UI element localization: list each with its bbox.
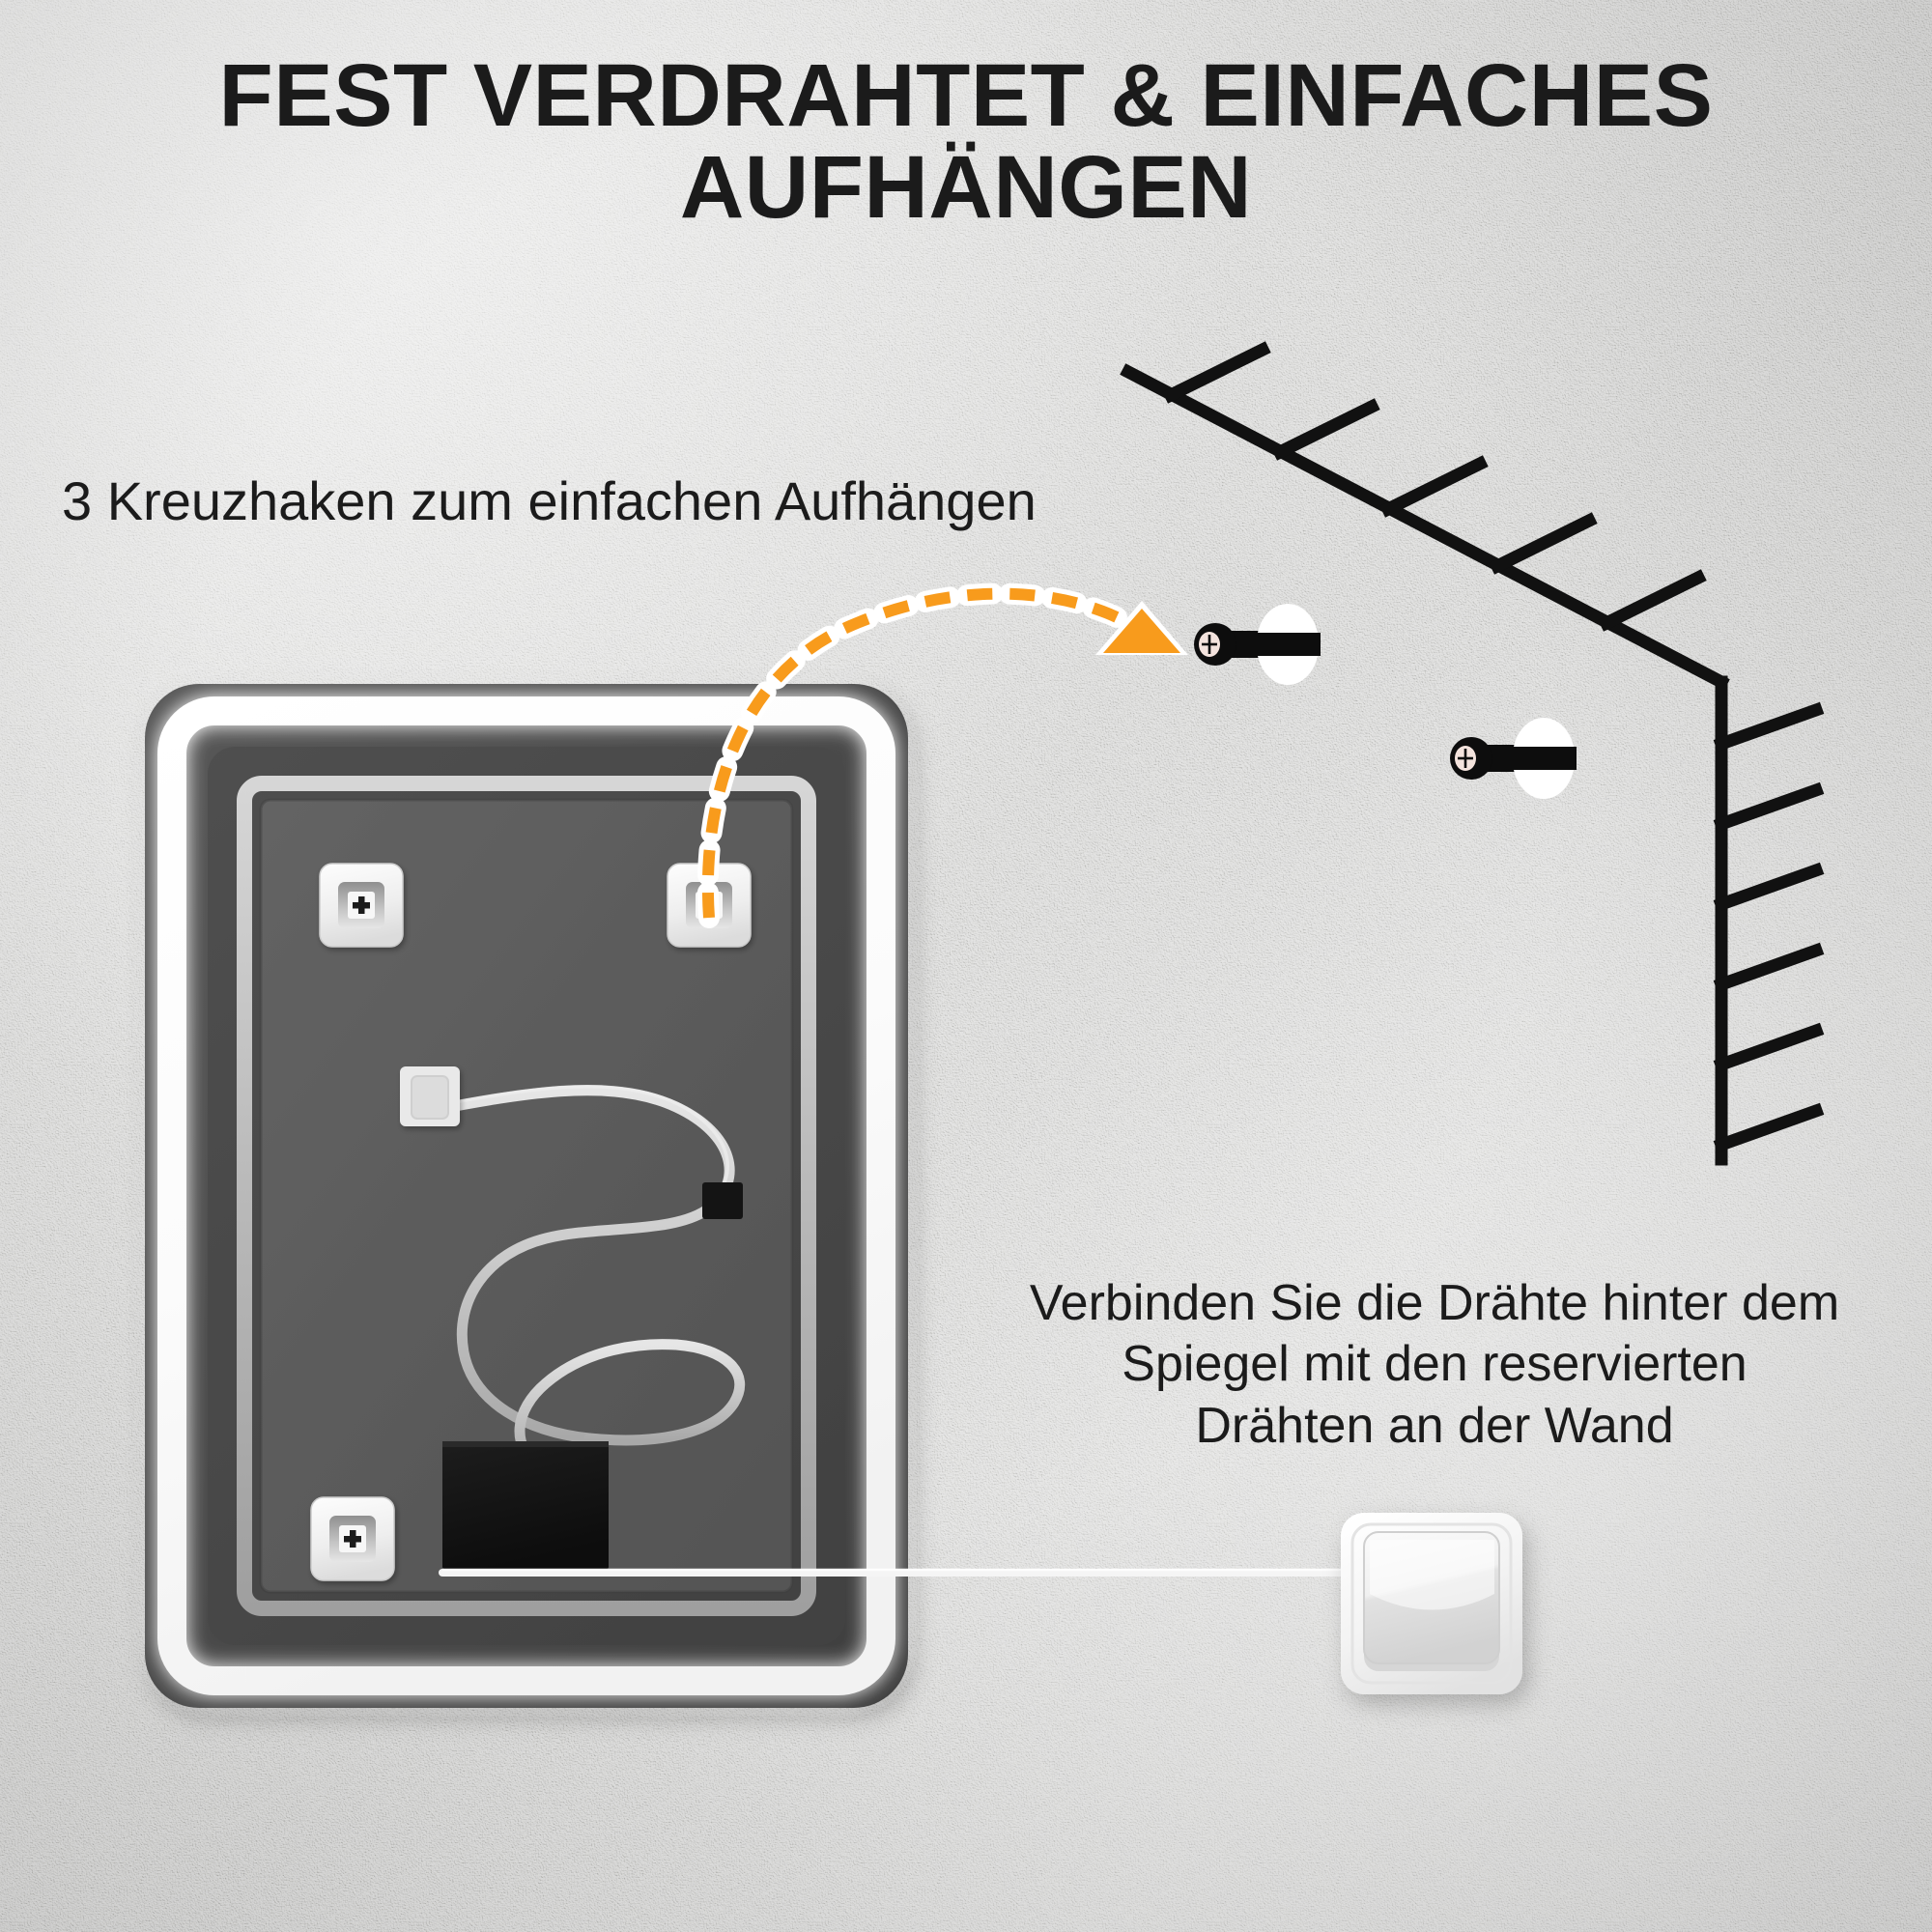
mirror-inner-frame (237, 776, 816, 1616)
page-title: FEST VERDRAHTET & EINFACHES AUFHÄNGEN (0, 50, 1932, 234)
switch-supply-wire (439, 1568, 1345, 1577)
wall-screw-anchor-upper (1194, 604, 1321, 685)
hook-to-screw-arrow (696, 582, 1188, 928)
plus-icon (353, 896, 370, 914)
cable-connector-block (702, 1182, 743, 1219)
wiring-instruction-line3: Drähten an der Wand (1195, 1397, 1674, 1454)
cross-hook-bottom-left[interactable] (310, 1496, 395, 1581)
screw-anchor-icon (1194, 604, 1321, 685)
wall-light-switch[interactable] (1341, 1513, 1522, 1694)
wall-screw-anchor-lower (1450, 718, 1577, 799)
wiring-instruction-line2: Spiegel mit den reservierten (1122, 1336, 1747, 1393)
cable-highlight (438, 1084, 729, 1206)
arrowhead-triangle (1095, 601, 1188, 655)
mirror-back-panel (261, 800, 792, 1592)
wall-corner-hatching (1120, 341, 1825, 1166)
wiring-instruction: Verbinden Sie die Drähte hinter dem Spie… (947, 1273, 1922, 1457)
touch-sensor-module[interactable] (400, 1066, 460, 1126)
switch-gloss (1370, 1540, 1494, 1610)
wiring-instruction-line1: Verbinden Sie die Drähte hinter dem (1029, 1275, 1840, 1331)
plus-icon (344, 1530, 361, 1548)
mirror-panel-edge (259, 798, 794, 1594)
hooks-subtitle: 3 Kreuzhaken zum einfachen Aufhängen (62, 470, 1037, 531)
page-title-line1: FEST VERDRAHTET & EINFACHES (218, 46, 1714, 145)
page-title-line2: AUFHÄNGEN (679, 137, 1253, 237)
led-light-strip (157, 696, 895, 1695)
cross-hook-top-left[interactable] (319, 863, 404, 948)
led-driver-box[interactable] (442, 1441, 609, 1569)
screw-anchor-icon (1450, 718, 1577, 799)
